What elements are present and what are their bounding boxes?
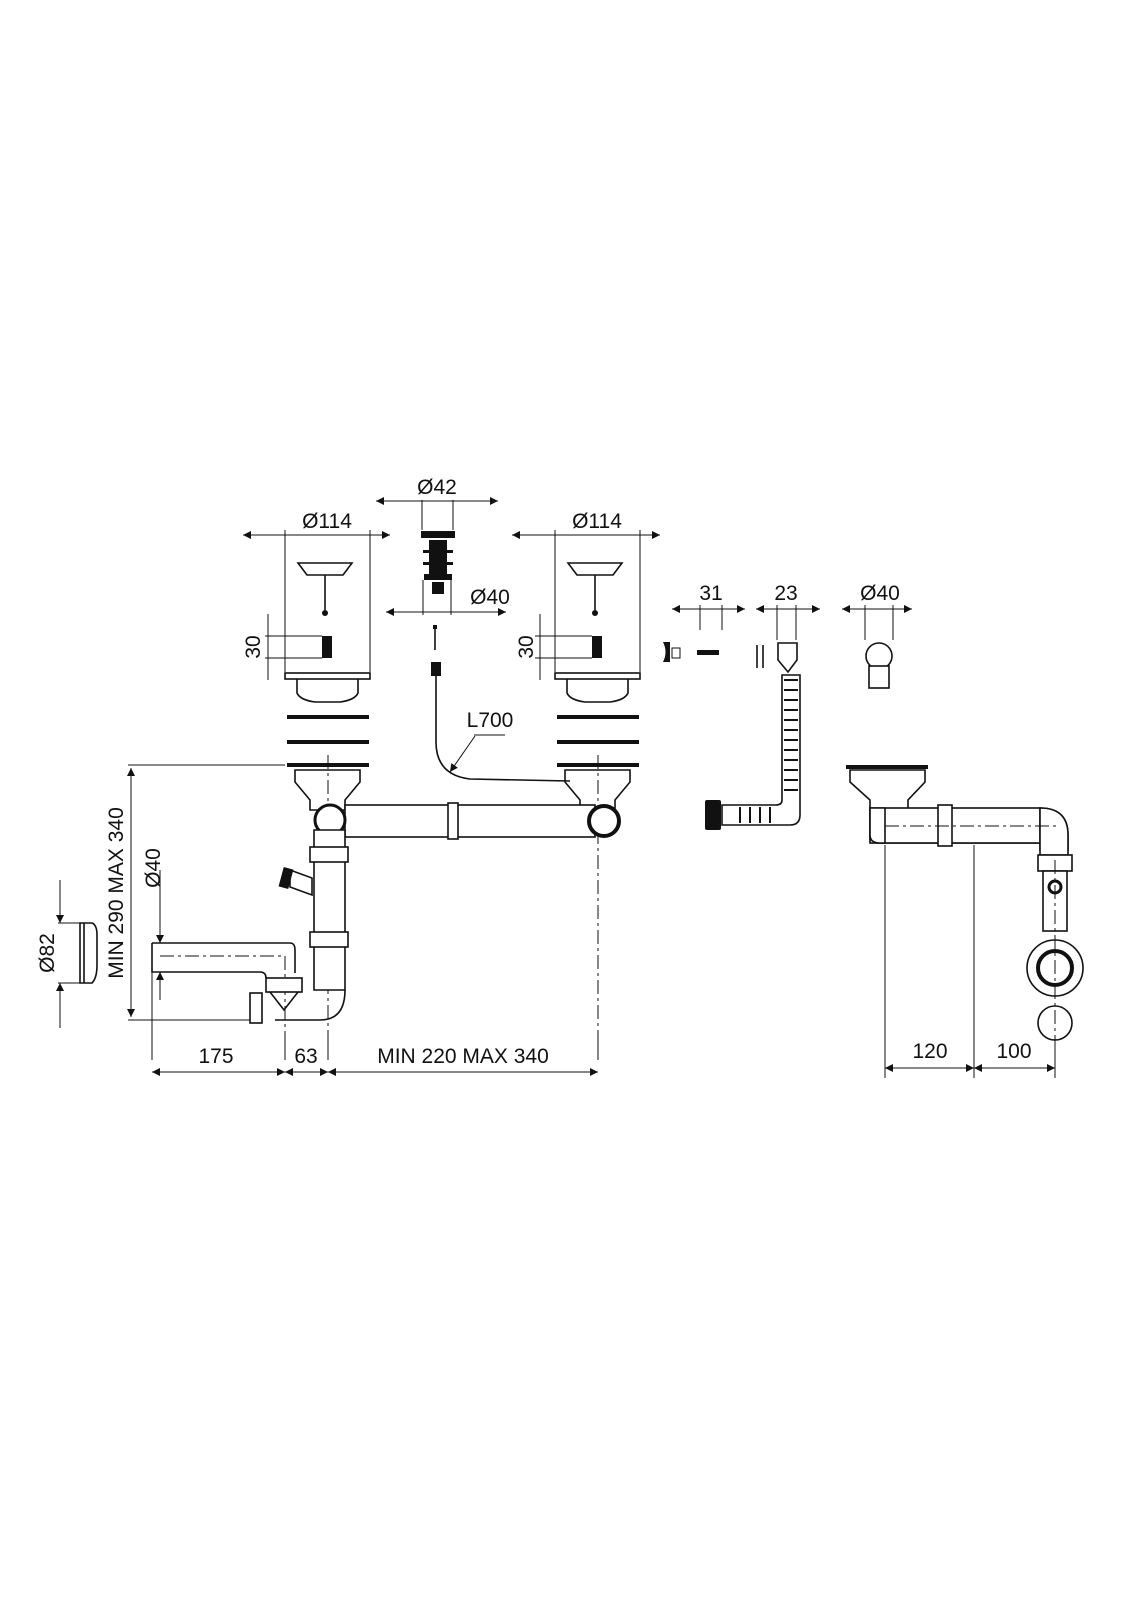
side-dim-b-label: 100 <box>996 1040 1031 1063</box>
overflow-dim-a-label: 31 <box>699 582 722 605</box>
outlet-diameter-label: Ø40 <box>142 848 165 888</box>
left-strainer-diameter-label: Ø114 <box>302 510 352 533</box>
outlet-length-label: 175 <box>198 1045 233 1068</box>
popup-button-detail: Ø42 Ø40 L700 <box>376 476 571 782</box>
overflow-dim-b-label: 23 <box>774 582 797 605</box>
offset-label: 63 <box>294 1045 317 1068</box>
right-strainer-diameter-label: Ø114 <box>572 510 622 533</box>
overflow-parts-detail: 31 23 Ø40 <box>663 582 912 830</box>
height-range-label: MIN 290 MAX 340 <box>105 807 128 979</box>
side-view-assembly: 120 100 <box>846 765 1084 1078</box>
left-strainer-height-label: 30 <box>242 635 265 658</box>
side-dim-a-label: 120 <box>912 1040 947 1063</box>
bowl-spacing-label: MIN 220 MAX 340 <box>377 1045 549 1068</box>
overflow-dim-c-label: Ø40 <box>860 582 900 605</box>
front-view-assembly: MIN 290 MAX 340 Ø40 Ø82 175 63 MIN 220 M… <box>36 755 631 1076</box>
popup-bottom-diameter-label: Ø40 <box>470 586 510 609</box>
right-strainer-detail: Ø114 30 <box>512 510 660 767</box>
popup-top-diameter-label: Ø42 <box>417 476 457 499</box>
plate-diameter-label: Ø82 <box>36 933 59 973</box>
right-strainer-height-label: 30 <box>515 635 538 658</box>
left-strainer-detail: Ø114 30 <box>242 510 390 767</box>
cable-length-label: L700 <box>467 709 514 732</box>
